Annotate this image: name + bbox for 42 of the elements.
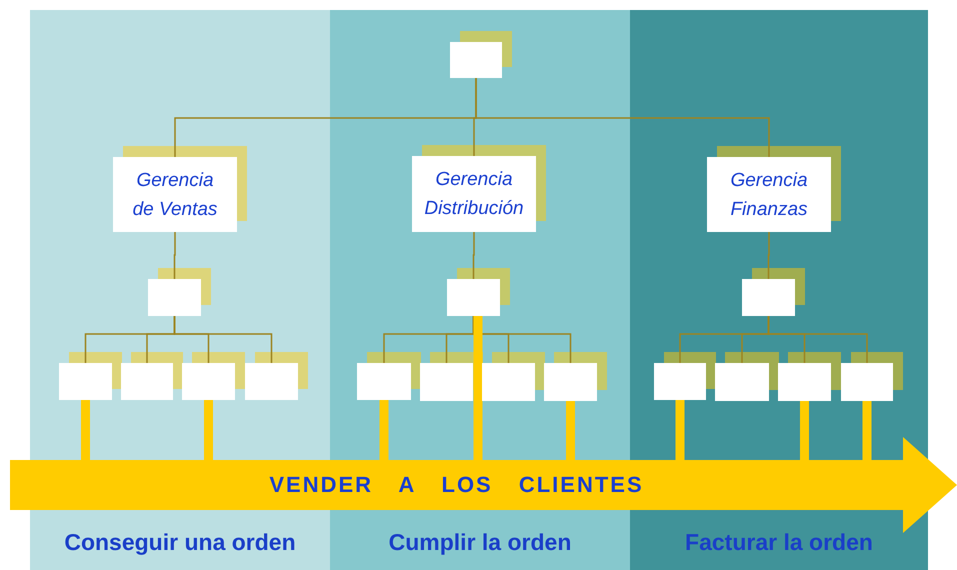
org-box bbox=[447, 279, 500, 316]
org-box bbox=[715, 363, 769, 401]
support-bar bbox=[380, 400, 388, 460]
org-box bbox=[59, 363, 112, 400]
org-box bbox=[357, 363, 411, 400]
org-box bbox=[420, 363, 473, 401]
connector-line bbox=[768, 316, 868, 363]
process-arrow bbox=[10, 437, 957, 533]
org-box bbox=[482, 363, 535, 401]
support-bar bbox=[566, 401, 575, 460]
connector-line bbox=[174, 232, 176, 279]
connector-line bbox=[472, 316, 572, 363]
department-box bbox=[707, 157, 831, 232]
connector-line bbox=[475, 78, 770, 157]
department-name: Gerencia Distribución bbox=[423, 168, 525, 221]
org-box bbox=[742, 279, 795, 316]
org-box bbox=[450, 42, 502, 78]
phase-label: Conseguir una orden bbox=[63, 529, 297, 556]
department-name: Gerencia Finanzas bbox=[729, 168, 809, 222]
connector-line bbox=[472, 232, 475, 279]
org-box bbox=[544, 363, 597, 401]
org-box bbox=[121, 363, 173, 400]
connector-line bbox=[768, 232, 770, 279]
phase-label: Facturar la orden bbox=[684, 529, 874, 556]
support-bar bbox=[800, 401, 809, 460]
support-bar bbox=[862, 401, 872, 460]
department-box bbox=[412, 156, 536, 232]
support-bar bbox=[676, 400, 684, 460]
support-bar bbox=[204, 400, 213, 460]
connector-line bbox=[174, 316, 272, 363]
org-box bbox=[148, 279, 201, 316]
org-box bbox=[654, 363, 706, 400]
org-box bbox=[182, 363, 235, 400]
org-box bbox=[778, 363, 831, 401]
support-bar bbox=[474, 316, 482, 460]
org-box bbox=[841, 363, 893, 401]
arrow-label: VENDER A LOS CLIENTES bbox=[268, 472, 645, 498]
org-box bbox=[245, 363, 298, 400]
department-box bbox=[113, 157, 237, 232]
support-bar bbox=[81, 400, 90, 460]
department-name: Gerencia de Ventas bbox=[132, 168, 218, 222]
phase-label: Cumplir la orden bbox=[388, 529, 572, 556]
